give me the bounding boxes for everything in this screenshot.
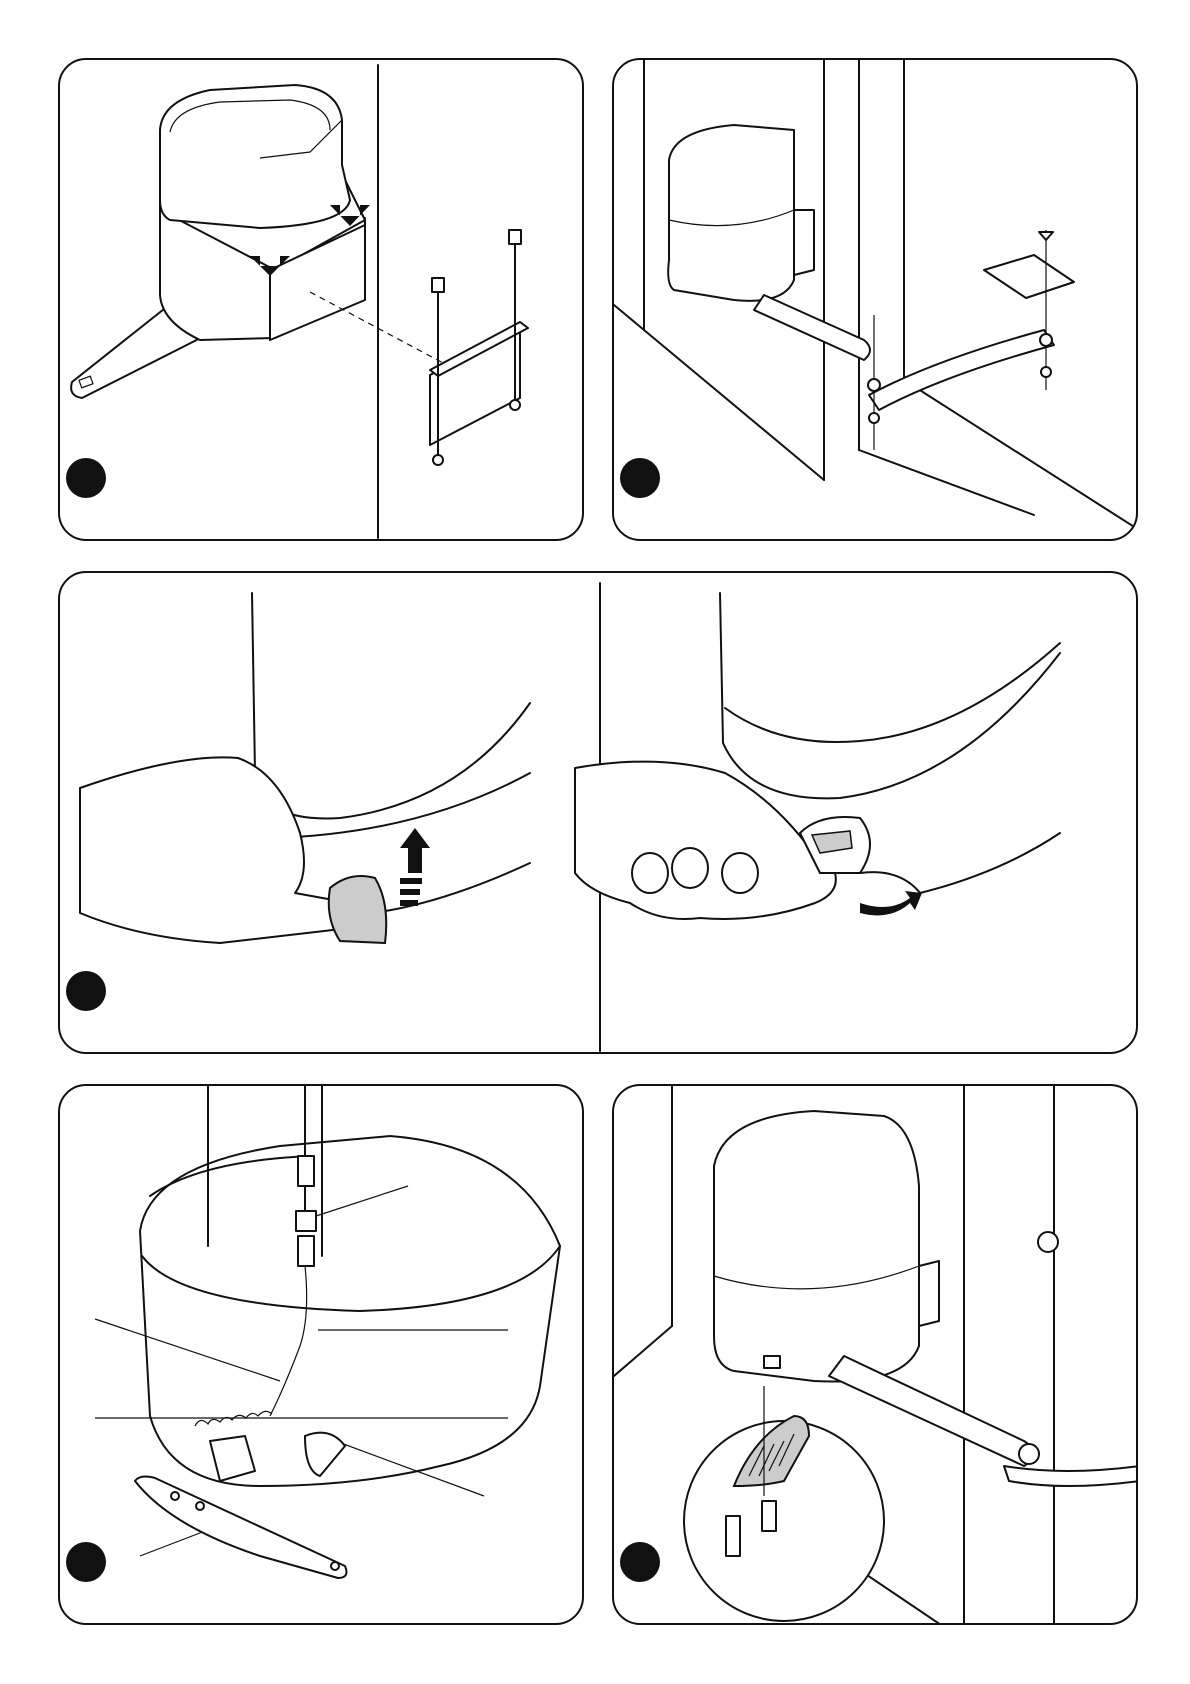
illustration-gate-arm [614,60,1138,541]
panel-2-arm-installation [612,58,1138,541]
step-marker-dot [620,1542,660,1582]
step-marker-dot [66,971,106,1011]
panel-4-release-mechanism [58,1084,584,1625]
step-marker-dot [66,1542,106,1582]
panel-5-limit-stop-detail [612,1084,1138,1625]
step-marker-dot [620,458,660,498]
illustration-operator-bracket [60,60,584,541]
step-marker-dot [66,458,106,498]
panel-1-bracket-mounting [58,58,584,541]
illustration-limit-stop [614,1086,1138,1625]
panel-3-manual-release [58,571,1138,1054]
illustration-hand-release-key [60,573,1138,1054]
illustration-release-cable [60,1086,584,1625]
